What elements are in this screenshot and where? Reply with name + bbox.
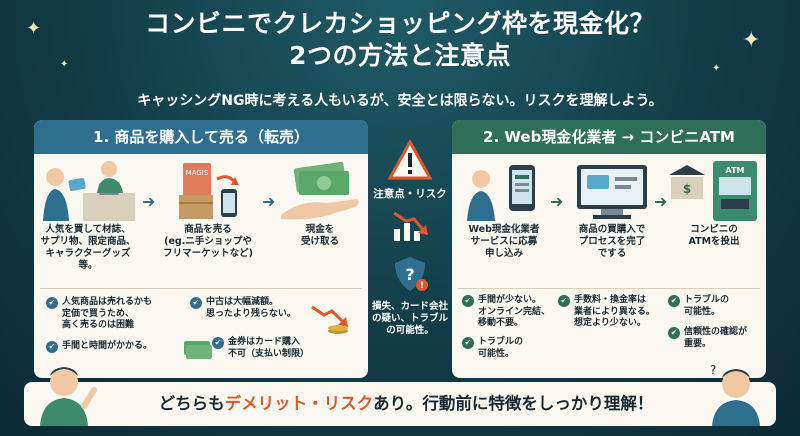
downtrend-icon <box>368 209 452 247</box>
method-1-panel: 1. 商品を購入して売る（転売） 人気を買して材誌、 サプリ物、限定商品、 キャ… <box>34 120 368 378</box>
step-sell: MAGIS 商品を売る (eg.ニ手ショップや フリマーケットなど) <box>156 158 260 260</box>
monitor-card-icon <box>560 158 664 224</box>
method-1-heading: 1. 商品を購入して売る（転売） <box>34 120 368 154</box>
page-title: コンビニでクレカショッピング枠を現金化？ 2つの方法と注意点 <box>0 8 800 72</box>
bank-atm-icon: $ ATM <box>662 158 766 224</box>
risk-text: 損失、カード会社 の疑い、トラブル の可能性。 <box>371 301 448 336</box>
risk-column: 注意点・リスク ? ! 損失、カード会社 の疑い、トラブル の可能性。 <box>368 138 452 337</box>
worried-man-icon: ? <box>704 360 768 430</box>
step-buy-caption: 人気を買して材誌、 サプリ物、限定商品、 キャラクターグッズ等。 <box>40 224 136 271</box>
note-item: ✔ 手間が少ない。 オンライン完結、 移動不要。 <box>462 295 562 330</box>
note-item: ✔ 金券はカード購入 不可（支払い制限） <box>212 337 362 360</box>
shield-question-icon: ? ! <box>368 255 452 297</box>
man-pointing-icon <box>30 360 100 430</box>
note-item: ✔ 手間と時間がかかる。 <box>46 341 196 353</box>
shopping-counter-icon <box>36 158 140 224</box>
check-icon: ✔ <box>668 295 680 307</box>
sparkle-icon: ✦ <box>60 59 69 70</box>
cash-hand-icon <box>268 158 368 224</box>
note-item: ✔ 手数料・換金率は 業者により異なる。 想定より少ない。 <box>558 295 668 330</box>
risk-label: 注意点・リスク <box>373 188 447 200</box>
arrow-right-icon: ➜ <box>142 192 156 211</box>
check-icon: ✔ <box>212 337 224 349</box>
coins-downtrend-icon <box>308 303 356 339</box>
phone-user-icon <box>452 158 556 224</box>
step-atm-caption: コンビニの ATMを投出 <box>688 224 740 247</box>
step-buy: 人気を買して材誌、 サプリ物、限定商品、 キャラクターグッズ等。 <box>36 158 140 272</box>
sparkle-icon: ✦ <box>712 63 721 74</box>
svg-text:$: $ <box>683 182 691 196</box>
banknotes-icon <box>182 339 212 365</box>
step-cash: 現金を 受け取る <box>268 158 368 248</box>
subtitle-banner: キャッシングNG時に考える人もいるが、安全とは限らない。リスクを理解しよう。 <box>137 93 663 109</box>
svg-text:!: ! <box>420 281 424 291</box>
conclusion-text: どちらもデメリット・リスクあり。行動前に特徴をしっかり理解！ <box>158 394 654 413</box>
method-2-heading: 2. Web現金化業者 → コンビニATM <box>452 120 766 154</box>
atm-text: ATM <box>726 166 745 175</box>
conclusion-highlight: デメリット・リスク <box>224 394 374 413</box>
method-2-notes: ✔ 手間が少ない。 オンライン完結、 移動不要。 ✔ トラブルの 可能性。 ✔ … <box>458 288 760 372</box>
step-atm: $ ATM コンビニの ATMを投出 <box>662 158 766 248</box>
note-item: ✔ 人気商品は売れるかも 定価で買うため、 高く売るのは困難 <box>46 297 196 332</box>
step-cash-caption: 現金を 受け取る <box>300 224 339 247</box>
step-purchase-caption: 商品の買購入で プロセスを完了 でする <box>578 224 646 259</box>
svg-text:?: ? <box>710 363 716 377</box>
check-icon: ✔ <box>46 341 58 353</box>
conclusion-banner: どちらもデメリット・リスクあり。行動前に特徴をしっかり理解！ ? <box>24 363 776 426</box>
note-item: ✔ 中古は大幅減額。 思ったより残らない。 <box>190 297 310 320</box>
goods-sell-icon: MAGIS <box>156 158 260 224</box>
arrow-right-icon: ➜ <box>654 192 668 211</box>
check-icon: ✔ <box>558 295 570 307</box>
method-1-notes: ✔ 人気商品は売れるかも 定価で買うため、 高く売るのは困難 ✔ 手間と時間がか… <box>40 288 362 372</box>
magazine-text: MAGIS <box>186 169 209 177</box>
check-icon: ✔ <box>46 297 58 309</box>
method-2-panel: 2. Web現金化業者 → コンビニATM Web現金化業者 サービスに応募 申… <box>452 120 766 378</box>
step-sell-caption: 商品を売る (eg.ニ手ショップや フリマーケットなど) <box>163 224 253 259</box>
note-item: ✔ トラブルの 可能性。 <box>462 337 562 360</box>
arrow-right-icon: ➜ <box>550 192 564 211</box>
title-line-1: コンビニでクレカショッピング枠を現金化？ <box>144 9 655 38</box>
step-apply: Web現金化業者 サービスに応募 申し込み <box>452 158 556 260</box>
note-item: ✔ 信頼性の確認が 重要。 <box>668 327 764 350</box>
check-icon: ✔ <box>668 327 680 339</box>
step-apply-caption: Web現金化業者 サービスに応募 申し込み <box>468 224 540 259</box>
check-icon: ✔ <box>462 337 474 349</box>
title-line-2: 2つの方法と注意点 <box>289 41 511 70</box>
warning-icon <box>368 138 452 184</box>
check-icon: ✔ <box>190 297 202 309</box>
method-1-steps: 人気を買して材誌、 サプリ物、限定商品、 キャラクターグッズ等。 ➜ MAGIS… <box>34 154 368 284</box>
svg-text:?: ? <box>405 265 414 284</box>
method-2-steps: Web現金化業者 サービスに応募 申し込み ➜ 商品の買購入で プロセスを完了 … <box>452 154 766 284</box>
sparkle-icon: ✦ <box>742 28 761 53</box>
sparkle-icon: ✦ <box>26 18 42 39</box>
step-purchase: 商品の買購入で プロセスを完了 でする <box>560 158 664 260</box>
note-item: ✔ トラブルの 可能性。 <box>668 295 758 318</box>
check-icon: ✔ <box>462 295 474 307</box>
arrow-right-icon: ➜ <box>262 192 276 211</box>
